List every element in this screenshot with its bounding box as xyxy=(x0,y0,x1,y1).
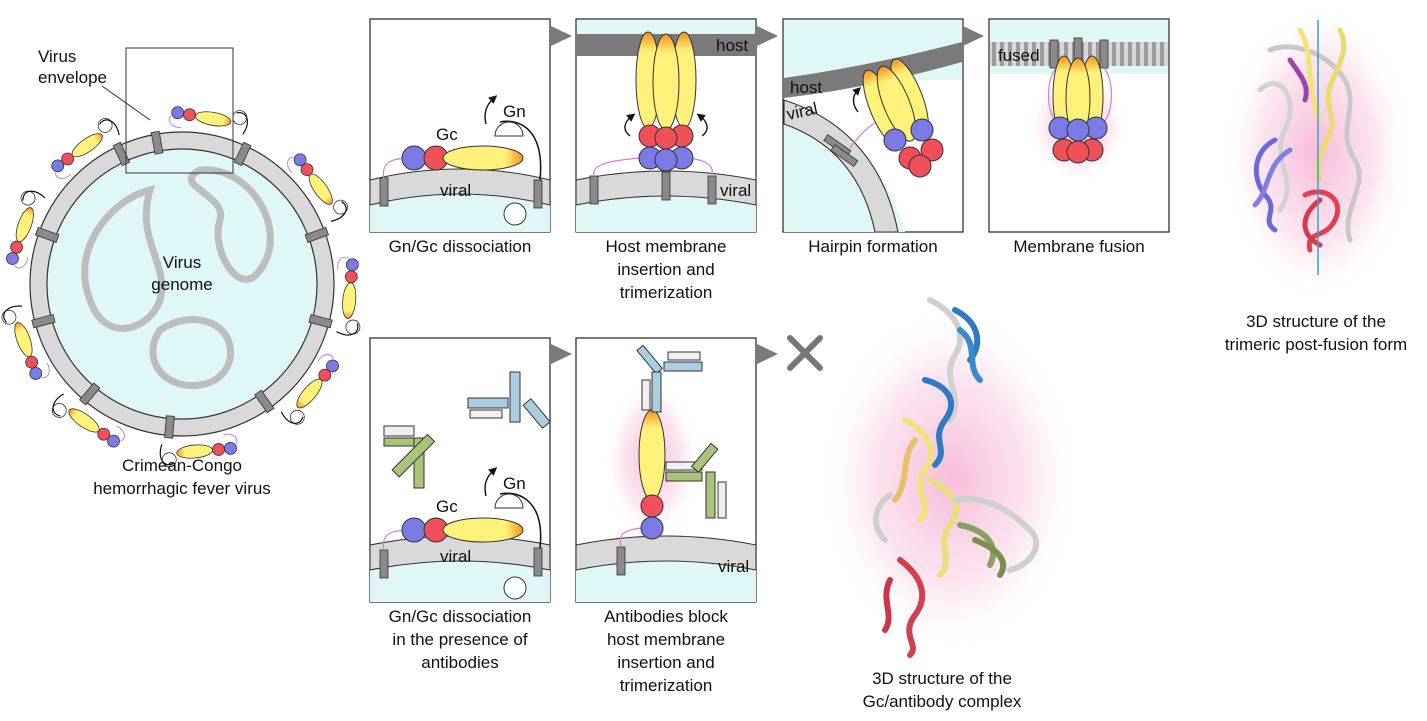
top-panel2-caption-line2: insertion and xyxy=(617,260,714,279)
panel3-host-label: host xyxy=(790,78,822,97)
virus-anchor xyxy=(150,130,164,155)
top-panel2-caption-line1: Host membrane xyxy=(606,237,727,256)
virus-glycoprotein-unit xyxy=(51,118,120,179)
panel-host-membrane-insertion: host viral xyxy=(575,18,757,233)
virus-glycoprotein-unit xyxy=(6,190,46,269)
arrow-2-3 xyxy=(757,26,778,46)
panel1-gc-label: Gc xyxy=(436,125,458,144)
panel-membrane-fusion: fused xyxy=(988,18,1170,233)
complex-3d-structure: 3D structure of the Gc/antibody complex xyxy=(820,297,1080,711)
bottom-panel2-caption-line2: host membrane xyxy=(607,630,725,649)
virus-glycoprotein-unit xyxy=(280,353,339,425)
virus-caption-line2: hemorrhagic fever virus xyxy=(93,479,271,498)
virus-anchor xyxy=(308,313,333,329)
panel2-viral-label: viral xyxy=(720,181,751,200)
virus-envelope-label-line2: envelope xyxy=(38,68,107,87)
arrow-6-7 xyxy=(757,344,778,364)
panel1-viral-label: viral xyxy=(440,181,471,200)
zoom-box xyxy=(125,47,234,174)
panel5-gc-label: Gc xyxy=(436,497,458,516)
virus-particle: Virus envelope Virus genome Crimean-Cong… xyxy=(1,47,361,498)
envelope-pointer xyxy=(101,85,151,121)
complex-caption-line1: 3D structure of the xyxy=(872,669,1012,688)
virus-anchor xyxy=(31,313,56,329)
virus-anchor xyxy=(233,141,252,167)
panel6-antibody-green xyxy=(665,442,727,519)
postfusion-ribbon xyxy=(1252,27,1362,253)
bottom-panel1-caption-line2: in the presence of xyxy=(392,630,527,649)
postfusion-caption-line2: trimeric post-fusion form xyxy=(1225,335,1407,354)
virus-anchor xyxy=(34,226,60,243)
arrow-5-6 xyxy=(551,344,572,364)
virus-interior xyxy=(46,148,318,420)
virus-surface-glycoproteins xyxy=(1,106,361,468)
panel6-viral-label: viral xyxy=(718,557,749,576)
virus-anchor xyxy=(79,382,101,406)
virus-glycoprotein-unit xyxy=(336,256,361,336)
virus-genome-label-line1: Virus xyxy=(163,253,201,272)
postfusion-3d-structure: 3D structure of the trimeric post-fusion… xyxy=(1223,2,1413,354)
panel-gn-gc-dissociation: viral Gc Gn xyxy=(369,18,551,233)
virus-glycoprotein-unit xyxy=(1,305,50,380)
panel1-gn-label: Gn xyxy=(503,102,526,121)
bottom-panel1-caption-line1: Gn/Gc dissociation xyxy=(389,607,532,626)
virus-glycoprotein-unit xyxy=(159,433,238,468)
bottom-panel2-caption-line4: trimerization xyxy=(620,676,713,695)
virus-glycoprotein-unit xyxy=(287,153,348,222)
panel5-gn-label: Gn xyxy=(503,474,526,493)
virus-envelope-label-line1: Virus xyxy=(38,47,76,66)
virus-anchor xyxy=(254,389,275,414)
panel5-antibody-blue xyxy=(467,371,551,429)
virus-caption-line1: Crimean-Congo xyxy=(122,456,242,475)
panel4-postfusion-trimer xyxy=(1048,55,1108,164)
arrow-3-4 xyxy=(963,26,984,46)
panel3-hairpin-trimer xyxy=(862,58,929,146)
bottom-panel2-caption-line3: insertion and xyxy=(617,653,714,672)
bottom-panel1-caption-line3: antibodies xyxy=(421,653,499,672)
arrow-1-2 xyxy=(551,26,572,46)
panel-hairpin-formation: host viral xyxy=(782,18,964,233)
panel2-trimer xyxy=(635,31,697,172)
virus-glycoprotein-unit xyxy=(51,393,125,448)
panel6-antibody-blue xyxy=(636,344,703,413)
complex-ribbon xyxy=(873,297,1039,658)
top-panel1-caption-line1: Gn/Gc dissociation xyxy=(389,237,532,256)
complex-caption-line2: Gc/antibody complex xyxy=(863,692,1022,711)
top-panel2-caption-line3: trimerization xyxy=(620,283,713,302)
top-row-captions: Gn/Gc dissociation Host membrane insertion… xyxy=(389,237,1145,302)
virus-glycoprotein-unit xyxy=(169,106,248,135)
top-panel3-caption-line1: Hairpin formation xyxy=(808,237,937,256)
panel-antibodies-block: viral xyxy=(575,337,757,603)
panel4-fused-label: fused xyxy=(998,46,1040,65)
bottom-panel2-caption-line1: Antibodies block xyxy=(604,607,728,626)
virus-anchor xyxy=(164,415,175,439)
panel5-antibody-green xyxy=(383,425,436,489)
panel2-host-label: host xyxy=(716,36,748,55)
postfusion-caption-line1: 3D structure of the xyxy=(1246,312,1386,331)
panel5-viral-label: viral xyxy=(440,547,471,566)
virus-anchor xyxy=(304,226,330,243)
panel-dissociation-with-antibodies: viral Gc Gn xyxy=(369,337,551,603)
blocked-cross-icon xyxy=(787,335,823,371)
bottom-row-captions: Gn/Gc dissociation in the presence of anti… xyxy=(389,607,729,695)
top-panel4-caption-line1: Membrane fusion xyxy=(1013,237,1144,256)
virus-genome-strands xyxy=(81,166,274,390)
virus-membrane-anchors xyxy=(31,130,333,439)
virus-genome-label-line2: genome xyxy=(151,275,212,294)
